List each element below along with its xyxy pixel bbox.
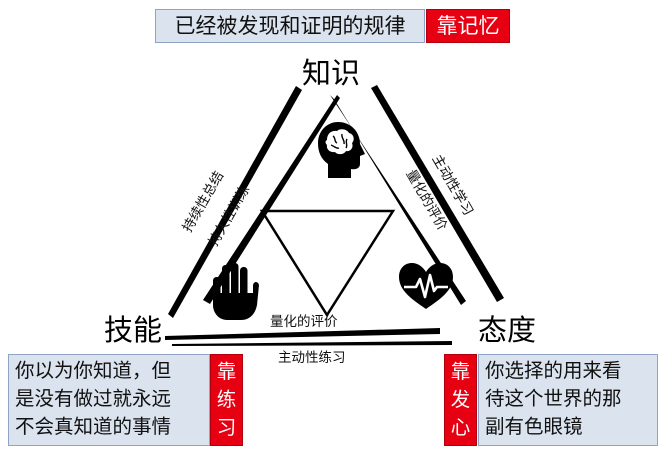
knowledge-definition-text: 已经被发现和证明的规律 <box>174 14 406 38</box>
node-knowledge: 知识 <box>302 56 361 90</box>
brain-head-icon <box>318 122 365 178</box>
skill-definition-line: 是没有做过就永远 <box>15 387 172 410</box>
skill-definition-box: 你以为你知道，但 是没有做过就永远 不会真知道的事情 <box>8 354 210 446</box>
attitude-definition-line: 待这个世界的那 <box>485 387 622 410</box>
knowledge-definition-box: 已经被发现和证明的规律 <box>155 9 425 43</box>
attitude-definition-line: 副有色眼镜 <box>485 415 583 438</box>
skill-definition-line: 你以为你知道，但 <box>15 359 172 382</box>
left-edge-inner-bar <box>203 95 340 304</box>
hand-icon <box>213 263 259 320</box>
attitude-definition-box: 你选择的用来看 待这个世界的那 副有色眼镜 <box>478 354 658 446</box>
heartbeat-icon <box>399 263 453 309</box>
bottom-edge-lower-bar <box>172 341 452 346</box>
skill-method-badge: 靠 练 习 <box>210 354 243 446</box>
skill-method-char: 习 <box>216 416 237 439</box>
left-edge-outer-bar <box>168 86 302 318</box>
skill-method-char: 练 <box>216 388 237 411</box>
attitude-method-char: 靠 <box>450 360 471 383</box>
attitude-definition-line: 你选择的用来看 <box>485 359 622 382</box>
bottom-edge-lower-label: 主动性练习 <box>278 350 346 366</box>
node-attitude: 态度 <box>478 313 537 347</box>
skill-definition-line: 不会真知道的事情 <box>15 415 172 438</box>
knowledge-method-text: 靠记忆 <box>436 14 500 38</box>
center-inverted-triangle <box>259 209 396 318</box>
attitude-method-char: 发 <box>450 388 471 411</box>
attitude-method-char: 心 <box>450 416 471 439</box>
skill-method-char: 靠 <box>216 360 237 383</box>
bottom-edge-upper-label: 量化的评价 <box>270 314 338 330</box>
attitude-method-badge: 靠 发 心 <box>444 354 477 446</box>
node-skill: 技能 <box>104 313 163 347</box>
knowledge-method-badge: 靠记忆 <box>426 9 510 43</box>
right-edge-outer-bar <box>371 85 504 302</box>
bottom-edge-upper-bar <box>165 328 440 340</box>
right-edge-inner-bar <box>330 95 466 305</box>
